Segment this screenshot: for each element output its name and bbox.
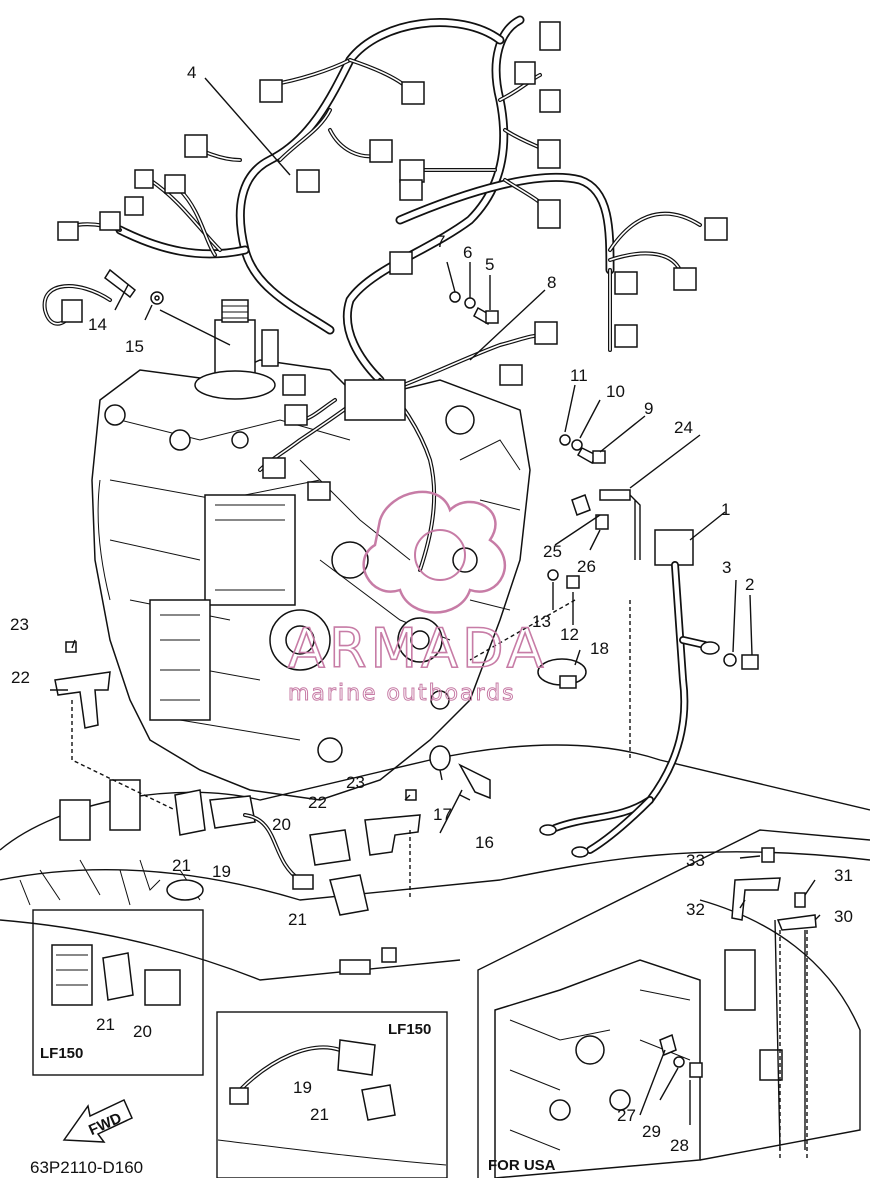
callout-label: 11 bbox=[570, 366, 588, 385]
callout-label: 19 bbox=[293, 1078, 312, 1097]
callout-label: 21 bbox=[172, 856, 191, 875]
bottom-cowling bbox=[0, 744, 870, 981]
callout-labels: 1 2 3 4 5 6 7 8 9 10 11 12 13 14 15 16 1… bbox=[10, 63, 853, 1155]
callout-label: 33 bbox=[686, 851, 705, 870]
fwd-arrow-label: FWD bbox=[86, 1110, 124, 1139]
watermark-brand: ARMADA bbox=[288, 617, 548, 680]
callout-label: 25 bbox=[543, 542, 562, 561]
callout-label: 16 bbox=[475, 833, 494, 852]
callout-label: 24 bbox=[674, 418, 693, 437]
inset-lf150-center bbox=[216, 1011, 448, 1178]
callout-label: 2 bbox=[745, 575, 754, 594]
drawing-code: 63P2110-D160 bbox=[30, 1158, 143, 1177]
callout-label: 7 bbox=[436, 232, 445, 251]
callout-label: 9 bbox=[644, 399, 653, 418]
callout-label: 26 bbox=[577, 557, 596, 576]
callout-label: 31 bbox=[834, 866, 853, 885]
callout-label: 13 bbox=[532, 612, 551, 631]
callout-label: 14 bbox=[88, 315, 107, 334]
callout-label: 5 bbox=[485, 255, 494, 274]
inset-label-lf150-left: LF150 bbox=[40, 1045, 83, 1062]
watermark: ARMADA marine outboards bbox=[287, 490, 548, 707]
inset-label-for-usa: FOR USA bbox=[488, 1157, 556, 1174]
callout-label: 8 bbox=[547, 273, 556, 292]
callout-label: 10 bbox=[606, 382, 625, 401]
callout-label: 6 bbox=[463, 243, 472, 262]
callout-label: 15 bbox=[125, 337, 144, 356]
callout-label: 18 bbox=[590, 639, 609, 658]
callout-label: 23 bbox=[346, 773, 365, 792]
callout-label: 3 bbox=[722, 558, 731, 577]
callout-label: 21 bbox=[310, 1105, 329, 1124]
callout-label: 22 bbox=[11, 668, 30, 687]
inset-for-usa bbox=[477, 829, 870, 1178]
callout-label: 1 bbox=[721, 500, 730, 519]
callout-label: 21 bbox=[96, 1015, 115, 1034]
small-parts bbox=[50, 77, 759, 916]
callout-label: 22 bbox=[308, 793, 327, 812]
callout-label: 20 bbox=[133, 1022, 152, 1041]
callout-label: 19 bbox=[212, 862, 231, 881]
callout-label: 12 bbox=[560, 625, 579, 644]
callout-label: 4 bbox=[187, 63, 196, 82]
fwd-arrow-icon: FWD bbox=[62, 1098, 133, 1143]
callout-label: 21 bbox=[288, 910, 307, 929]
engine-block bbox=[91, 299, 531, 801]
callout-label: 29 bbox=[642, 1122, 661, 1141]
callout-label: 32 bbox=[686, 900, 705, 919]
inset-label-lf150-center: LF150 bbox=[388, 1021, 431, 1038]
watermark-subtitle: marine outboards bbox=[288, 681, 516, 706]
inset-lf150-left bbox=[32, 909, 204, 1076]
callout-label: 30 bbox=[834, 907, 853, 926]
callout-label: 17 bbox=[433, 805, 452, 824]
callout-label: 27 bbox=[617, 1106, 636, 1125]
callout-label: 28 bbox=[670, 1136, 689, 1155]
callout-label: 20 bbox=[272, 815, 291, 834]
callout-label: 23 bbox=[10, 615, 29, 634]
